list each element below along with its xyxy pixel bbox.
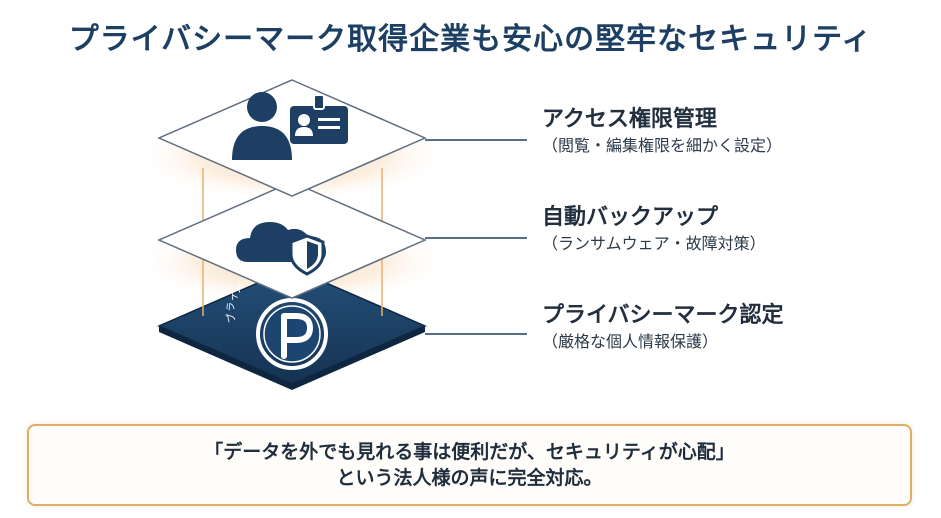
layer-label-backup: 自動バックアップ （ランサムウェア・故障対策） — [542, 204, 766, 256]
leader-lines — [425, 139, 527, 335]
callout-line-2: という法人様の声に完全対応。 — [336, 467, 603, 489]
callout-line-1: 「データを外でも見れる事は便利だが、セキュリティが心配」 — [204, 441, 735, 463]
layer-description: （ランサムウェア・故障対策） — [542, 234, 766, 253]
top-layer-access — [157, 79, 427, 197]
layer-name: アクセス権限管理 — [542, 107, 717, 132]
user-id-card-icon — [232, 92, 348, 160]
privacy-mark-icon — [256, 298, 328, 370]
middle-layer-backup — [157, 181, 427, 299]
cloud-shield-icon — [236, 222, 326, 276]
layer-name: 自動バックアップ — [542, 205, 719, 230]
layer-label-privacy: プライバシーマーク認定 （厳格な個人情報保護） — [542, 302, 784, 354]
layer-label-access: アクセス権限管理 （閲覧・編集権限を細かく設定） — [542, 106, 782, 158]
page-title: プライバシーマーク取得企業も安心の堅牢なセキュリティ — [68, 22, 873, 57]
layer-description: （厳格な個人情報保護） — [542, 332, 719, 351]
layer-description: （閲覧・編集権限を細かく設定） — [542, 136, 783, 155]
layer-name: プライバシーマーク認定 — [542, 303, 784, 328]
customer-voice-callout: 「データを外でも見れる事は便利だが、セキュリティが心配」 という法人様の声に完全… — [27, 424, 912, 506]
